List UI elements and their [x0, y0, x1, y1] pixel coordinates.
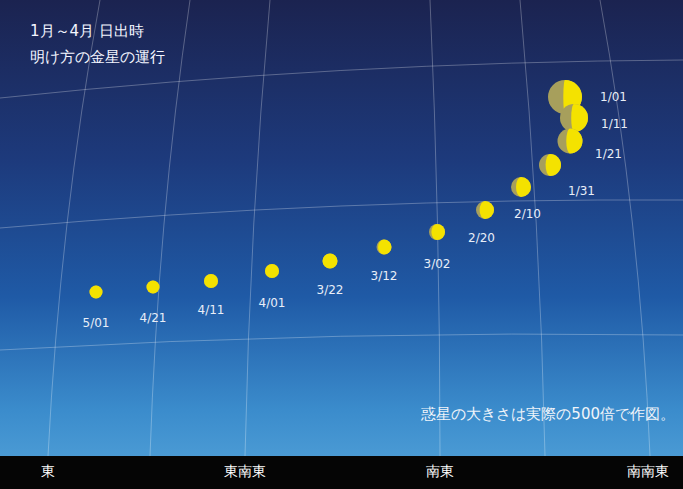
date-label: 2/20	[468, 231, 495, 245]
venus-lit-side	[204, 274, 218, 288]
venus-lit-side	[480, 201, 494, 219]
venus-disc	[204, 274, 218, 288]
date-label: 1/21	[595, 147, 622, 161]
venus-disc	[511, 177, 531, 197]
venus-dark-side	[323, 254, 338, 269]
venus-disc	[539, 154, 561, 176]
venus-dark-side	[265, 264, 279, 278]
title: 1月～4月 日出時 明け方の金星の運行	[30, 18, 182, 70]
venus-lit-side	[546, 154, 561, 176]
direction-label: 東	[41, 463, 55, 480]
venus-lit-side	[516, 177, 531, 197]
date-label: 4/01	[259, 296, 286, 310]
venus-lit-side	[378, 240, 392, 255]
direction-label: 東南東	[224, 463, 266, 480]
venus-lit-side	[431, 224, 445, 240]
venus-lit-side	[147, 281, 160, 294]
date-label: 3/12	[371, 269, 398, 283]
date-label: 1/01	[600, 90, 627, 104]
venus-lit-side	[571, 104, 588, 132]
venus-lit-side	[323, 254, 338, 269]
direction-label: 南東	[426, 463, 454, 480]
venus-disc	[560, 104, 588, 132]
date-label: 3/02	[424, 257, 451, 271]
direction-label: 南南東	[627, 463, 669, 480]
venus-disc	[147, 281, 160, 294]
date-label: 3/22	[317, 283, 344, 297]
venus-lit-side	[90, 286, 103, 299]
venus-disc	[558, 129, 583, 154]
date-label: 1/31	[568, 184, 595, 198]
caption: 惑星の大きさは実際の500倍で作図。	[421, 405, 675, 423]
venus-disc	[90, 286, 103, 299]
date-label: 2/10	[514, 207, 541, 221]
venus-dark-side	[90, 286, 103, 299]
venus-lit-side	[265, 264, 279, 278]
venus-dark-side	[204, 274, 218, 288]
date-label: 4/11	[198, 303, 225, 317]
coordinate-grid	[0, 0, 683, 456]
venus-dark-side	[539, 154, 561, 176]
sky-ground	[0, 0, 683, 456]
venus-disc	[323, 254, 338, 269]
date-label: 5/01	[83, 316, 110, 330]
venus-dark-side	[476, 201, 494, 219]
venus-disc	[429, 224, 445, 240]
venus-disc	[265, 264, 279, 278]
date-label: 1/11	[601, 117, 628, 131]
venus-disc	[377, 240, 392, 255]
venus-positions	[90, 80, 589, 299]
venus-dark-side	[511, 177, 531, 197]
venus-dark-side	[429, 224, 445, 240]
venus-disc	[476, 201, 494, 219]
venus-lit-side	[566, 129, 582, 154]
venus-dark-side	[377, 240, 392, 255]
venus-dark-side	[560, 104, 588, 132]
venus-dark-side	[147, 281, 160, 294]
venus-dark-side	[558, 129, 583, 154]
horizon-band	[0, 456, 683, 489]
date-label: 4/21	[140, 311, 167, 325]
